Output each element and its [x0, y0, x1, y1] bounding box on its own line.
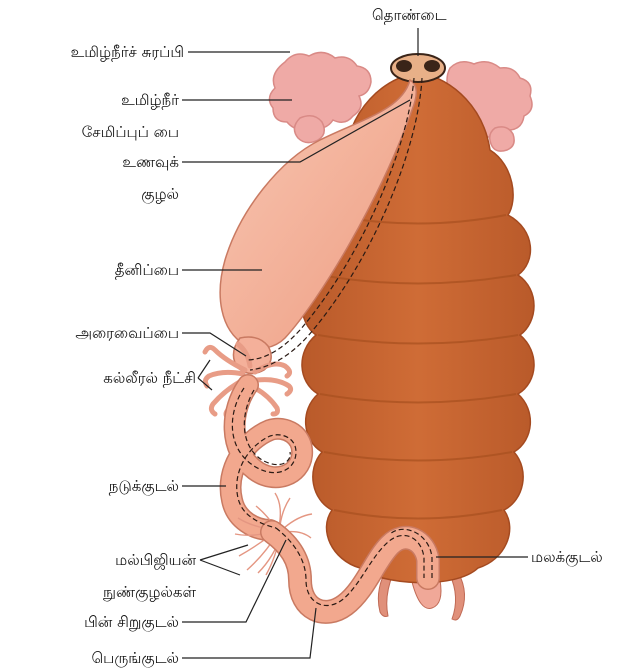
label-pharynx: தொண்டை [372, 6, 447, 24]
label-oesophagus-line1: உணவுக் [122, 153, 179, 171]
label-malpighian-line2: நுண்குழல்கள் [103, 583, 196, 601]
label-midgut: நடுக்குடல் [109, 477, 179, 495]
label-salivary-gland: உமிழ்நீர்ச் சுரப்பி [71, 43, 184, 61]
label-malpighian-line1: மல்பிஜியன் [115, 551, 196, 569]
label-salivary-reservoir-line1: உமிழ்நீர் [121, 91, 179, 109]
label-salivary-reservoir-line2: சேமிப்புப் பை [82, 123, 179, 141]
midgut [231, 385, 303, 530]
label-colon: பெருங்குடல் [91, 649, 179, 667]
label-rectum: மலக்குடல் [531, 548, 603, 566]
label-gizzard: அரைவைப்பை [75, 324, 179, 342]
label-oesophagus-line2: குழல் [141, 185, 179, 203]
pharynx-head [391, 54, 445, 82]
label-ileum: பின் சிறுகுடல் [84, 613, 179, 631]
label-crop: தீனிப்பை [115, 261, 179, 279]
label-hepatic-caeca: கல்லீரல் நீட்சி [103, 369, 196, 387]
